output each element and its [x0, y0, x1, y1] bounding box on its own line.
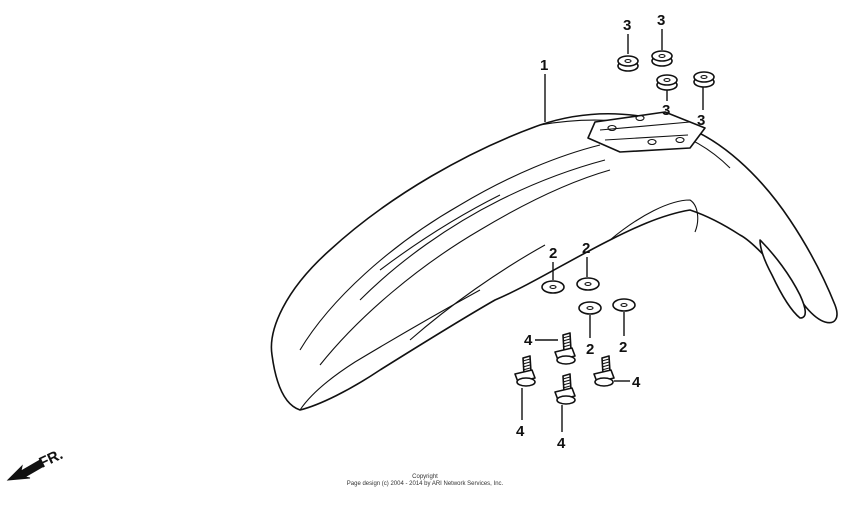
- callout-washer-b: 2: [582, 240, 590, 257]
- copyright-notice: Copyright Page design (c) 2004 - 2014 by…: [0, 474, 850, 488]
- bolt-d: [554, 373, 576, 405]
- washer-b: [576, 277, 600, 291]
- callout-washer-a: 2: [549, 245, 557, 262]
- grommet-b: [651, 50, 673, 67]
- bolt-c: [593, 355, 615, 387]
- callout-grommet-c: 3: [662, 102, 670, 119]
- callout-washer-d: 2: [619, 339, 627, 356]
- washer-c: [578, 301, 602, 315]
- callout-fender: 1: [540, 57, 548, 74]
- callout-grommet-a: 3: [623, 17, 631, 34]
- callout-bolt-d: 4: [557, 435, 566, 452]
- bolt-b: [514, 355, 536, 387]
- washer-d: [612, 298, 636, 312]
- callout-bolt-c: 4: [632, 374, 641, 391]
- bolt-a: [554, 332, 576, 365]
- washer-a: [541, 280, 565, 294]
- direction-label: FR.: [37, 446, 66, 472]
- callout-bolt-a: 4: [524, 332, 533, 349]
- copyright-line-1: Copyright: [412, 474, 438, 480]
- callout-grommet-b: 3: [657, 12, 665, 29]
- callout-washer-c: 2: [586, 341, 594, 358]
- front-direction-arrow-icon: [6, 459, 45, 481]
- grommet-a: [617, 55, 639, 72]
- front-fender: [270, 111, 838, 411]
- copyright-line-2: Page design (c) 2004 - 2014 by ARI Netwo…: [346, 481, 504, 487]
- grommet-d: [693, 71, 715, 88]
- callout-bolt-b: 4: [516, 423, 525, 440]
- grommet-c: [656, 74, 678, 91]
- callout-grommet-d: 3: [697, 112, 705, 129]
